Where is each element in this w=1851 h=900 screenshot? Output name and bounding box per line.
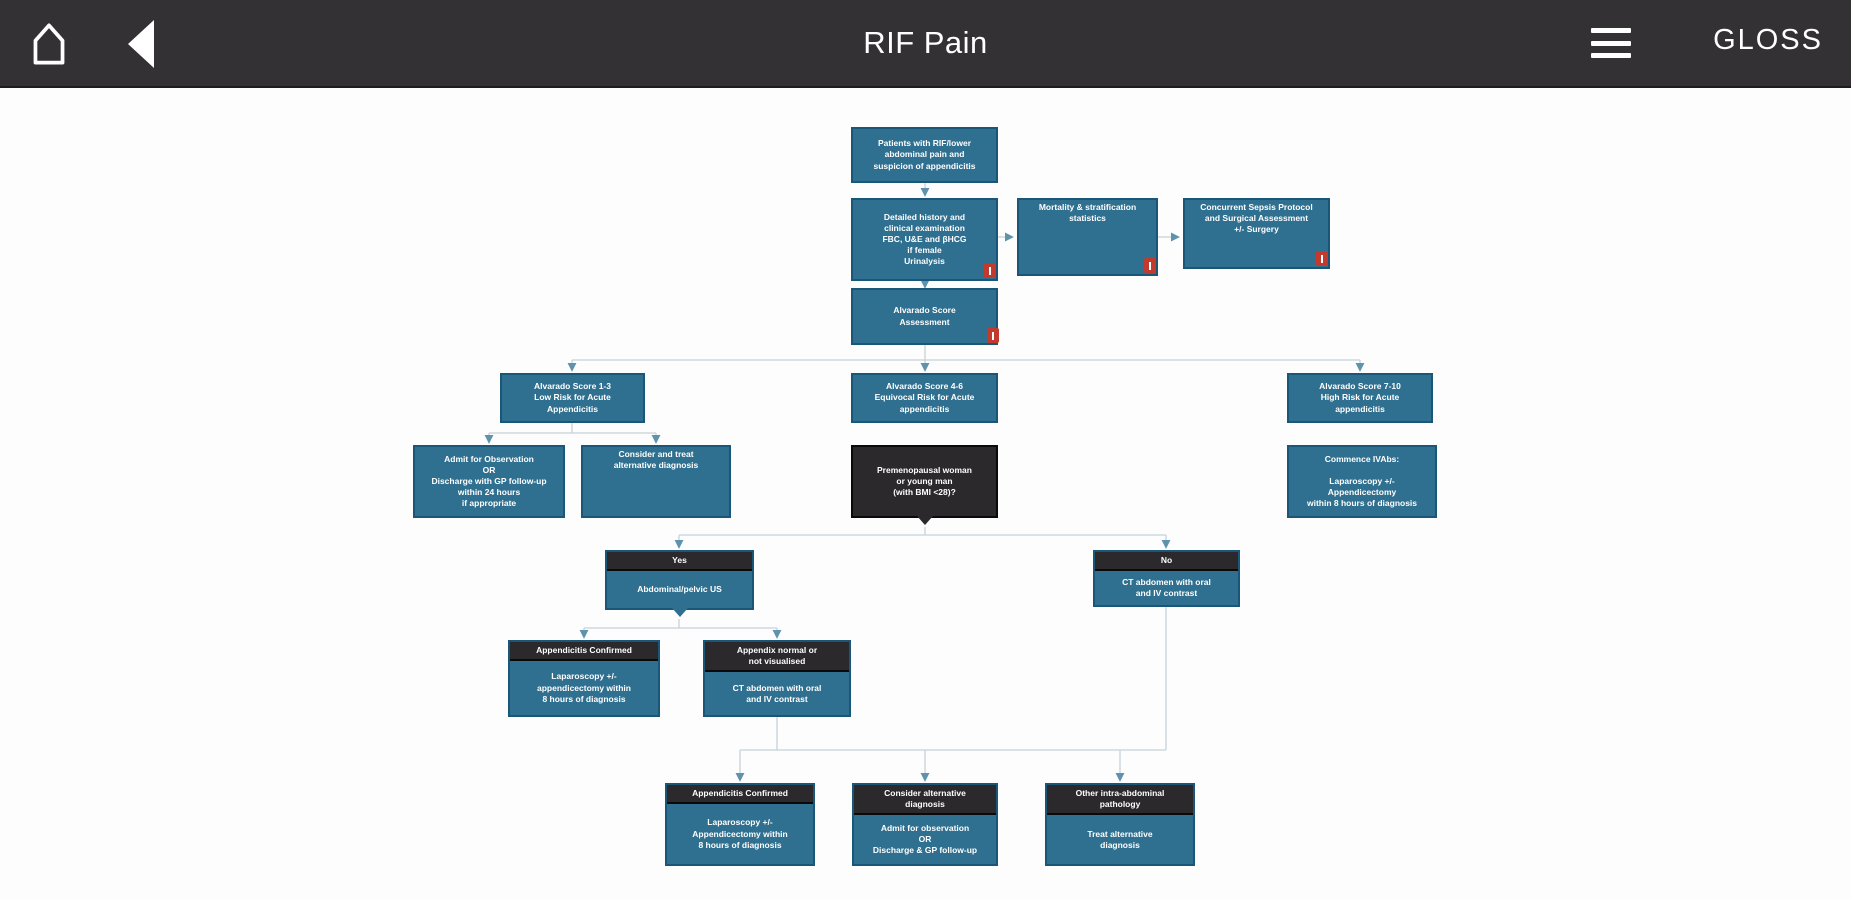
node-header: Consider alternative diagnosis: [854, 785, 996, 816]
node-score-4-6: Alvarado Score 4-6 Equivocal Risk for Ac…: [851, 373, 998, 423]
node-body: Laparoscopy +/- Appendicectomy within 8 …: [667, 804, 813, 864]
node-header-text: Other intra-abdominal pathology: [1075, 788, 1165, 810]
node-no-ct: No CT abdomen with oral and IV contrast: [1093, 550, 1240, 607]
node-body-text: Laparoscopy +/- appendicectomy within 8 …: [537, 671, 631, 704]
node-text: Consider and treat alternative diagnosis: [613, 449, 699, 471]
node-header: Yes: [607, 552, 752, 572]
node-admit-observation: Admit for Observation OR Discharge with …: [413, 445, 565, 518]
node-body-text: Abdominal/pelvic US: [637, 584, 722, 594]
node-body: Admit for observation OR Discharge & GP …: [854, 815, 996, 864]
node-score-7-10: Alvarado Score 7-10 High Risk for Acute …: [1287, 373, 1433, 423]
node-body-text: Laparoscopy +/- Appendicectomy within 8 …: [692, 817, 788, 850]
node-text: Alvarado Score Assessment: [893, 305, 956, 327]
app-header: RIF Pain GLOSS: [0, 0, 1851, 88]
reference-icon[interactable]: [984, 263, 996, 278]
node-text: Alvarado Score 7-10 High Risk for Acute …: [1319, 381, 1401, 414]
menu-icon: [1591, 28, 1631, 33]
home-icon: [33, 23, 65, 65]
node-header-text: Appendix normal or not visualised: [736, 645, 818, 667]
node-patients: Patients with RIF/lower abdominal pain a…: [851, 127, 998, 183]
node-body-text: Treat alternative diagnosis: [1087, 828, 1153, 850]
node-appendix-not-visualised: Appendix normal or not visualised CT abd…: [703, 640, 851, 717]
node-score-1-3: Alvarado Score 1-3 Low Risk for Acute Ap…: [500, 373, 645, 423]
node-consider-treat-alternative: Consider and treat alternative diagnosis: [581, 445, 731, 518]
back-icon: [128, 20, 154, 68]
node-sepsis-protocol: Concurrent Sepsis Protocol and Surgical …: [1183, 198, 1330, 269]
node-header: Appendicitis Confirmed: [510, 642, 658, 662]
node-header-text: No: [1160, 555, 1173, 565]
node-mortality-statistics: Mortality & stratification statistics: [1017, 198, 1158, 276]
node-body-text: CT abdomen with oral and IV contrast: [1122, 576, 1211, 599]
node-commence-ivabs: Commence IVAbs: Laparoscopy +/- Appendic…: [1287, 445, 1437, 518]
node-header: Other intra-abdominal pathology: [1047, 785, 1193, 816]
node-appendicitis-confirmed-us: Appendicitis Confirmed Laparoscopy +/- a…: [508, 640, 660, 717]
node-text: Alvarado Score 1-3 Low Risk for Acute Ap…: [533, 381, 611, 414]
menu-button[interactable]: [1591, 26, 1633, 60]
node-consider-alternative-diagnosis: Consider alternative diagnosis Admit for…: [852, 783, 998, 866]
node-text: Mortality & stratification statistics: [1038, 202, 1137, 224]
node-text: Commence IVAbs: Laparoscopy +/- Appendic…: [1306, 453, 1418, 509]
node-header-text: Consider alternative diagnosis: [884, 788, 966, 810]
node-header: Appendix normal or not visualised: [705, 642, 849, 673]
node-alvarado-score: Alvarado Score Assessment: [851, 288, 999, 345]
node-text: Patients with RIF/lower abdominal pain a…: [873, 138, 976, 171]
node-text: Concurrent Sepsis Protocol and Surgical …: [1200, 202, 1313, 235]
node-body-text: Admit for observation OR Discharge & GP …: [872, 822, 978, 856]
node-header-text: Appendicitis Confirmed: [692, 788, 788, 798]
reference-icon[interactable]: [1144, 258, 1156, 273]
reference-icon[interactable]: [987, 328, 999, 343]
node-other-intraabdominal-pathology: Other intra-abdominal pathology Treat al…: [1045, 783, 1195, 866]
node-header-text: Yes: [672, 555, 687, 565]
gloss-button[interactable]: GLOSS: [1713, 24, 1823, 56]
node-body-text: CT abdomen with oral and IV contrast: [732, 682, 822, 704]
home-button[interactable]: [28, 22, 70, 66]
node-text: Admit for Observation OR Discharge with …: [431, 453, 547, 509]
node-body: CT abdomen with oral and IV contrast: [1095, 571, 1238, 605]
node-text: Premenopausal woman or young man (with B…: [877, 464, 972, 498]
node-header-text: Appendicitis Confirmed: [536, 645, 632, 655]
page-title: RIF Pain: [863, 25, 988, 60]
node-premenopausal-decision: Premenopausal woman or young man (with B…: [851, 445, 998, 518]
node-text: Detailed history and clinical examinatio…: [882, 211, 967, 267]
node-body: Treat alternative diagnosis: [1047, 815, 1193, 864]
node-body: Abdominal/pelvic US: [607, 571, 752, 608]
node-history-examination: Detailed history and clinical examinatio…: [851, 198, 998, 281]
back-button[interactable]: [128, 20, 162, 68]
node-header: Appendicitis Confirmed: [667, 785, 813, 805]
node-body: Laparoscopy +/- appendicectomy within 8 …: [510, 661, 658, 715]
node-yes-ultrasound: Yes Abdominal/pelvic US: [605, 550, 754, 610]
node-appendicitis-confirmed-ct: Appendicitis Confirmed Laparoscopy +/- A…: [665, 783, 815, 866]
node-text: Alvarado Score 4-6 Equivocal Risk for Ac…: [874, 381, 975, 414]
node-body: CT abdomen with oral and IV contrast: [705, 672, 849, 715]
reference-icon[interactable]: [1316, 251, 1328, 266]
node-header: No: [1095, 552, 1238, 572]
